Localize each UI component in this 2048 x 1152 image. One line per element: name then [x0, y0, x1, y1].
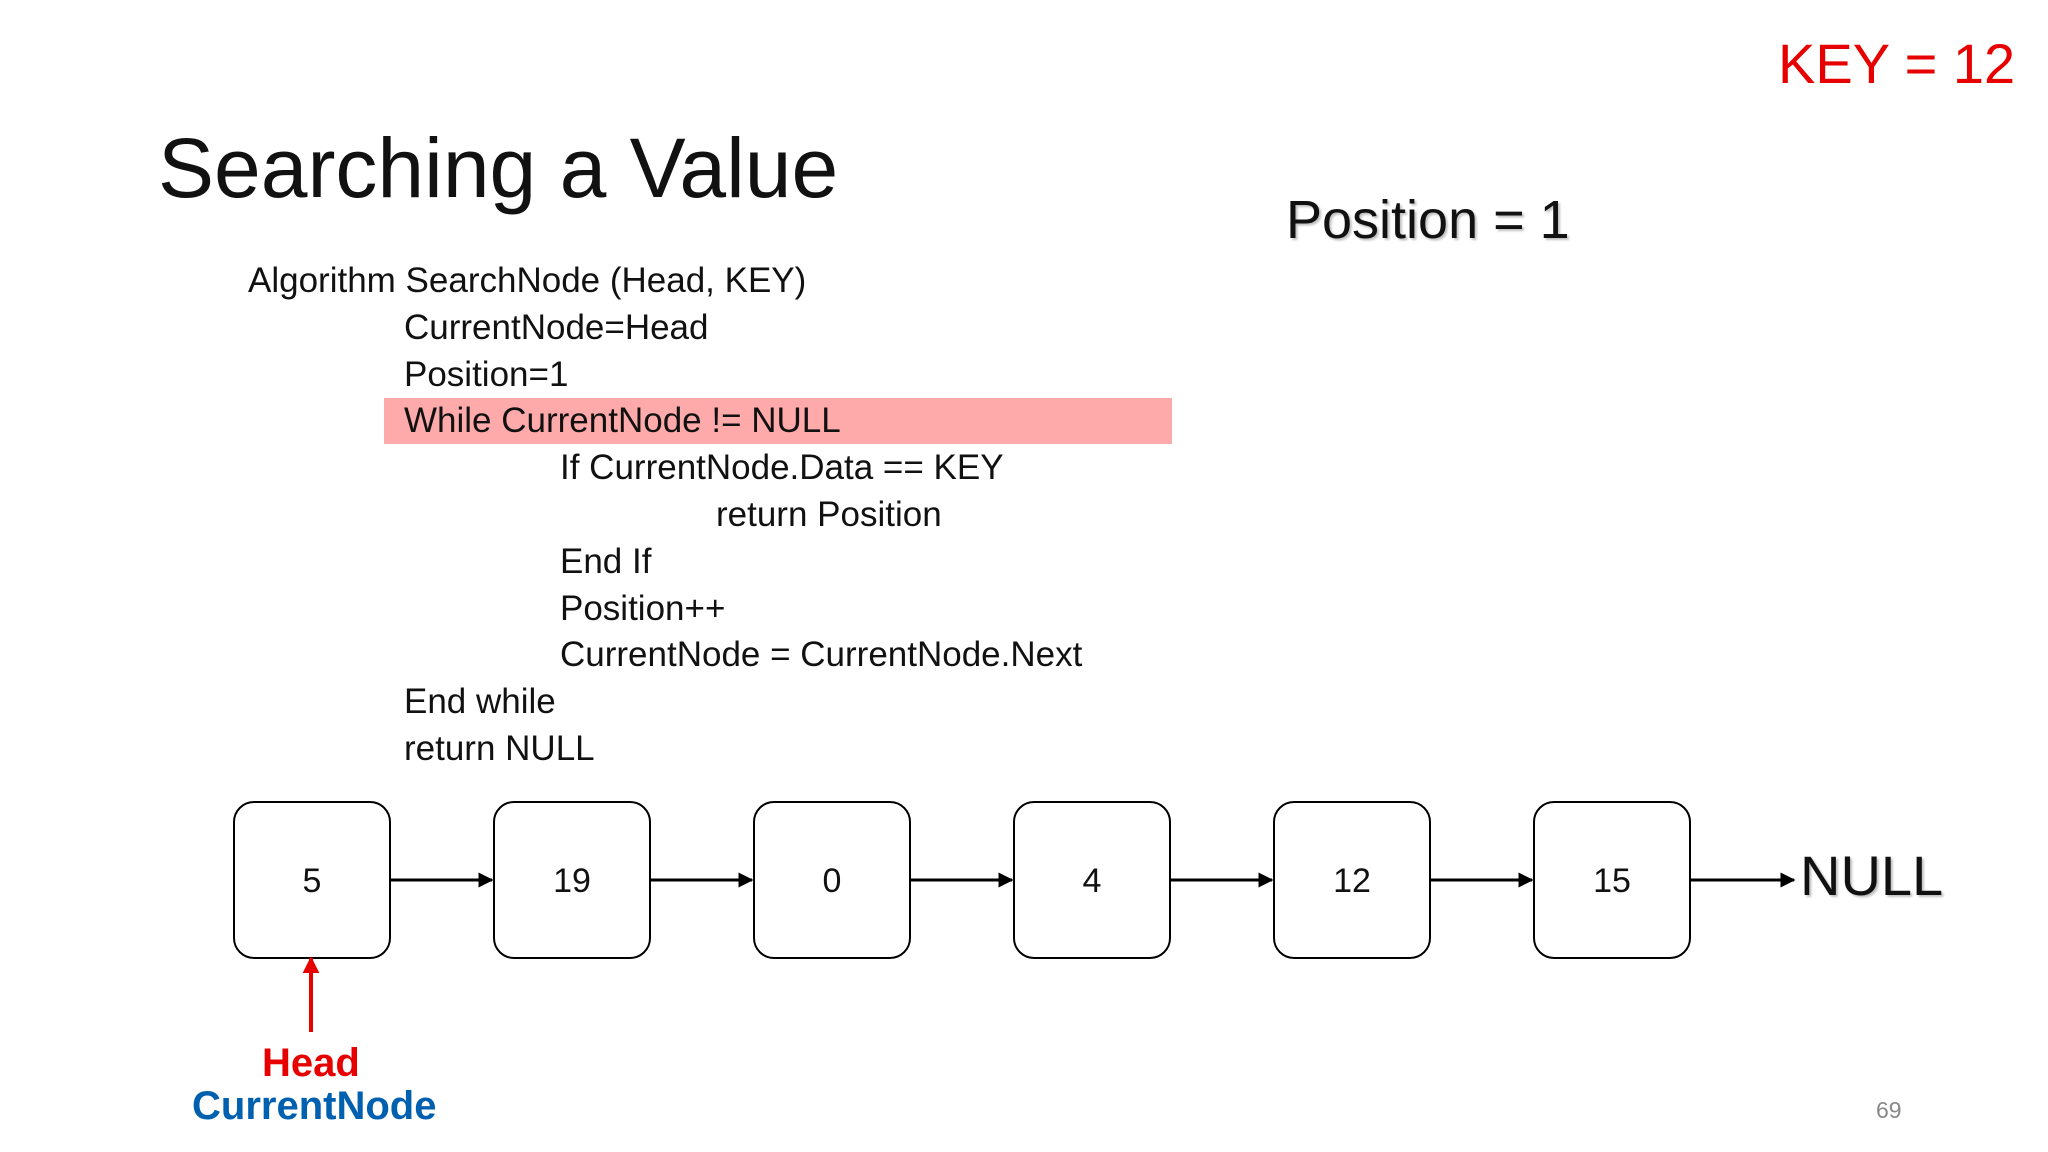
code-line-highlighted: While CurrentNode != NULL — [384, 398, 1172, 445]
list-node-value: 0 — [823, 862, 842, 900]
code-line: If CurrentNode.Data == KEY — [560, 448, 1004, 488]
slide-title: Searching a Value — [158, 121, 839, 215]
position-value-label: Position = 1 — [1286, 190, 1570, 250]
key-value-label: KEY = 12 — [1778, 32, 2016, 95]
code-line: return NULL — [404, 729, 595, 768]
current-node-pointer-label: CurrentNode — [192, 1084, 437, 1128]
algorithm-pseudocode: Algorithm SearchNode (Head, KEY) CurrentN… — [248, 261, 1172, 768]
code-line: CurrentNode=Head — [404, 307, 709, 347]
code-line: End while — [404, 682, 556, 722]
null-terminator-label: NULL — [1800, 844, 1944, 907]
list-node-value: 5 — [303, 862, 322, 900]
code-line: End If — [560, 541, 652, 581]
head-pointer-label: Head — [262, 1041, 360, 1085]
code-line: CurrentNode = CurrentNode.Next — [560, 635, 1083, 675]
page-number: 69 — [1876, 1097, 1902, 1123]
list-node-value: 4 — [1083, 862, 1102, 900]
code-line: Position=1 — [404, 354, 569, 394]
list-node-value: 12 — [1333, 862, 1371, 900]
list-node-value: 15 — [1593, 862, 1631, 900]
code-line: Algorithm SearchNode (Head, KEY) — [248, 261, 807, 300]
list-node-value: 19 — [553, 862, 591, 900]
code-line: return Position — [716, 495, 942, 534]
code-line: Position++ — [560, 588, 726, 628]
